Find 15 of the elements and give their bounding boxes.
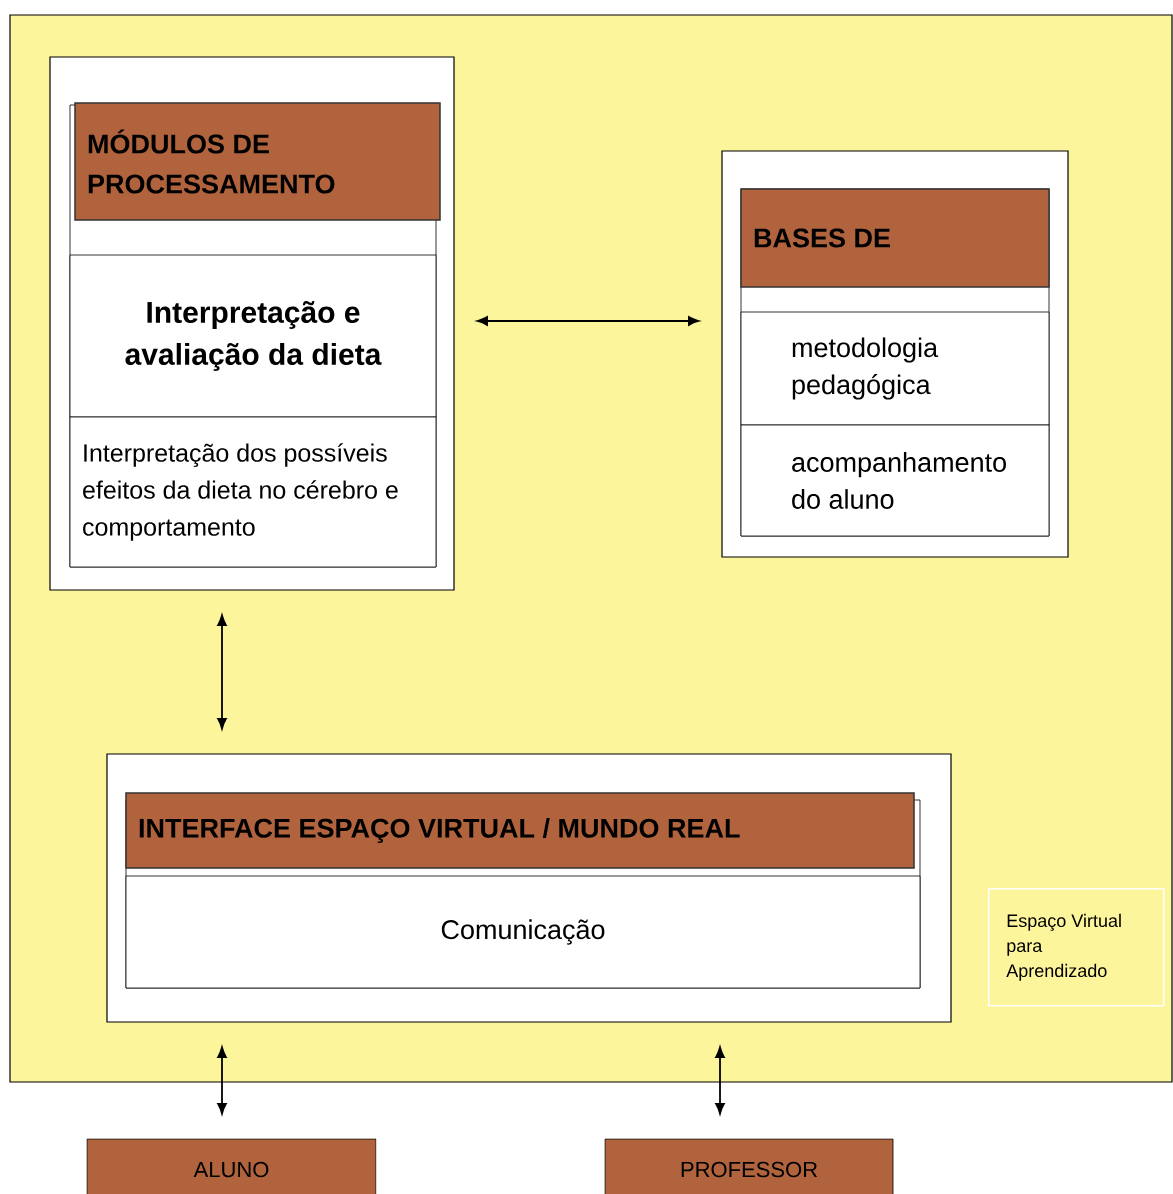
header-bar: INTERFACE ESPAÇO VIRTUAL / MUNDO REAL [125, 792, 915, 869]
text-cell: Comunicação [125, 875, 921, 989]
title-cell: Interpretação e avaliação da dieta [69, 254, 437, 418]
actor-box: ALUNO [86, 1138, 377, 1194]
text-cell: metodologia pedagógica [740, 311, 1050, 426]
header-bar: MÓDULOS DE PROCESSAMENTO [74, 102, 441, 221]
text-cell: Interpretação dos possíveis efeitos da dieta no cérebro e comportamento [69, 416, 437, 568]
text-cell: acompanhamento do aluno [740, 424, 1050, 537]
arrow [476, 316, 700, 326]
header-bar: BASES DE [740, 188, 1050, 288]
actor-box: PROFESSOR [604, 1138, 894, 1194]
arrow [217, 1046, 227, 1115]
arrow [217, 614, 227, 730]
arrow [715, 1046, 725, 1115]
caption-box: Espaço Virtual para Aprendizado [988, 888, 1165, 1007]
